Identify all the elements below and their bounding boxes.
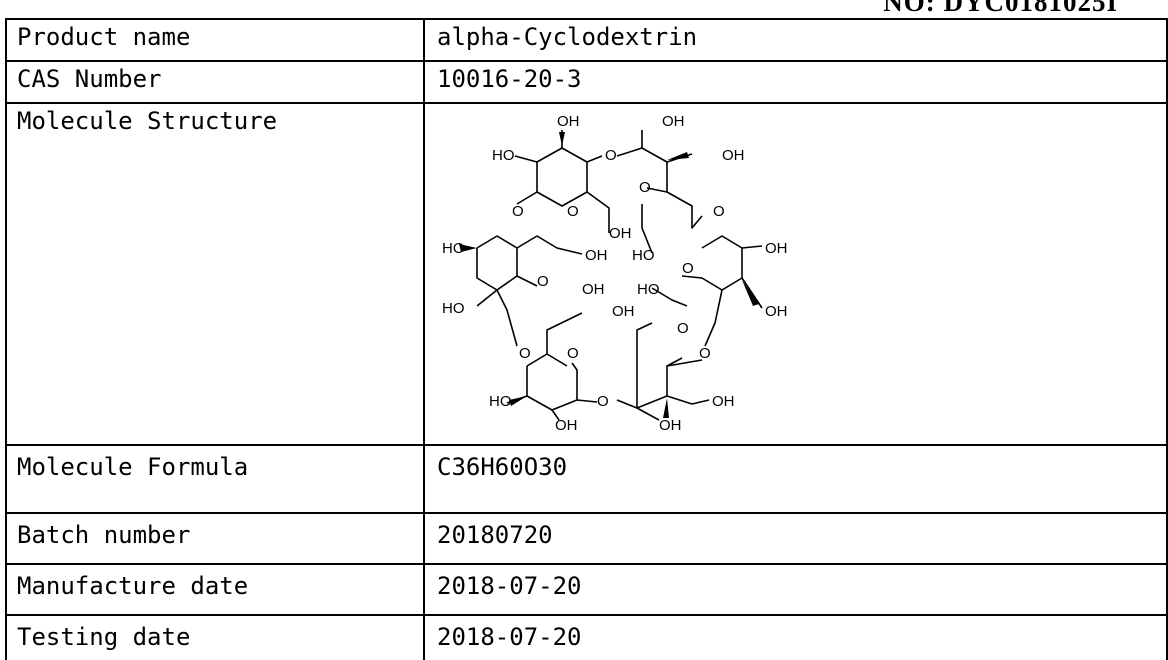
table-row: Molecule Structure OH OH HO OH O O O O O… bbox=[5, 102, 1168, 446]
atom-label: OH bbox=[585, 247, 608, 264]
molecule-structure-image: OH OH HO OH O O O O O OH HO OH HO OH O O bbox=[442, 113, 788, 433]
atom-label: HO bbox=[492, 147, 515, 164]
atom-label: O bbox=[713, 203, 725, 220]
atom-label: OH bbox=[712, 393, 735, 410]
atom-label: O bbox=[519, 345, 531, 362]
row-value-molecule-formula: C36H60O30 bbox=[423, 444, 1168, 514]
table-row: CAS Number 10016-20-3 bbox=[5, 60, 1168, 104]
atom-label: HO bbox=[489, 393, 512, 410]
atom-label: OH bbox=[765, 240, 788, 257]
atom-label: HO bbox=[442, 300, 465, 317]
row-label-testing-date: Testing date bbox=[5, 614, 425, 660]
atom-label: O bbox=[699, 345, 711, 362]
table-row: Molecule Formula C36H60O30 bbox=[5, 444, 1168, 514]
atom-label: OH bbox=[659, 417, 682, 433]
row-value-molecule-structure: OH OH HO OH O O O O O OH HO OH HO OH O O bbox=[423, 102, 1168, 446]
document-number: NO: DYC0181025I bbox=[883, 0, 1118, 17]
row-value-manufacture-date: 2018-07-20 bbox=[423, 563, 1168, 616]
atom-label: OH bbox=[765, 303, 788, 320]
table-row: Testing date 2018-07-20 bbox=[5, 614, 1168, 660]
product-spec-table: Product name alpha-Cyclodextrin CAS Numb… bbox=[5, 18, 1168, 660]
atom-label: OH bbox=[557, 113, 580, 130]
atom-label: HO bbox=[632, 247, 655, 264]
row-label-batch-number: Batch number bbox=[5, 512, 425, 565]
wedge-bonds bbox=[459, 132, 759, 418]
row-label-cas-number: CAS Number bbox=[5, 60, 425, 104]
atom-label: O bbox=[537, 273, 549, 290]
row-label-molecule-structure: Molecule Structure bbox=[5, 102, 425, 446]
table-row: Product name alpha-Cyclodextrin bbox=[5, 18, 1168, 62]
atom-label: O bbox=[567, 345, 579, 362]
atom-label: OH bbox=[662, 113, 685, 130]
row-label-product-name: Product name bbox=[5, 18, 425, 62]
atom-label: O bbox=[605, 147, 617, 164]
row-value-batch-number: 20180720 bbox=[423, 512, 1168, 565]
atom-label: OH bbox=[722, 147, 745, 164]
atom-label: O bbox=[677, 320, 689, 337]
row-value-testing-date: 2018-07-20 bbox=[423, 614, 1168, 660]
atom-label: O bbox=[682, 260, 694, 277]
bonds bbox=[476, 130, 763, 421]
row-value-cas-number: 10016-20-3 bbox=[423, 60, 1168, 104]
atom-label: HO bbox=[637, 281, 660, 298]
row-value-product-name: alpha-Cyclodextrin bbox=[423, 18, 1168, 62]
atom-label: O bbox=[597, 393, 609, 410]
atom-label: O bbox=[512, 203, 524, 220]
atom-label: OH bbox=[609, 225, 632, 242]
table-row: Manufacture date 2018-07-20 bbox=[5, 563, 1168, 616]
atom-label: OH bbox=[612, 303, 635, 320]
atom-label: HO bbox=[442, 240, 465, 257]
atom-label: O bbox=[639, 179, 651, 196]
row-label-manufacture-date: Manufacture date bbox=[5, 563, 425, 616]
table-row: Batch number 20180720 bbox=[5, 512, 1168, 565]
atom-label: O bbox=[567, 203, 579, 220]
atom-label: OH bbox=[582, 281, 605, 298]
row-label-molecule-formula: Molecule Formula bbox=[5, 444, 425, 514]
atom-label: OH bbox=[555, 417, 578, 433]
atom-labels: OH OH HO OH O O O O O OH HO OH HO OH O O bbox=[442, 113, 788, 433]
